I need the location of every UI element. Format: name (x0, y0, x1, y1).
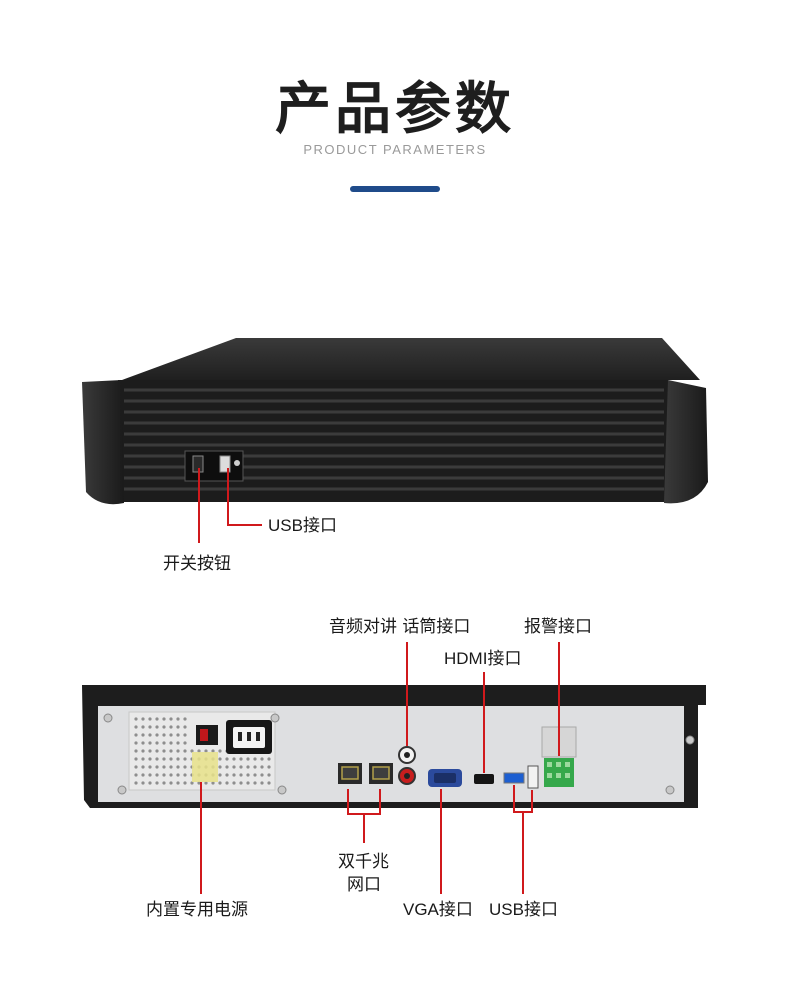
label-power-supply: 内置专用电源 (146, 900, 248, 920)
label-power-switch: 开关按钮 (163, 554, 231, 574)
label-network-line2: 网口 (347, 875, 381, 895)
label-vga-port: VGA接口 (403, 900, 473, 919)
label-rear-usb: USB接口 (489, 900, 558, 919)
label-front-usb: USB接口 (268, 516, 337, 535)
page-title: 产品参数 (275, 77, 515, 142)
label-hdmi-port: HDMI接口 (444, 649, 522, 668)
label-alarm-port: 报警接口 (524, 617, 592, 637)
title-accent-bar (350, 186, 440, 192)
page-subtitle: PRODUCT PARAMETERS (303, 142, 487, 157)
label-audio-port: 音频对讲 话筒接口 (329, 617, 471, 637)
label-network-line1: 双千兆 (338, 852, 389, 872)
